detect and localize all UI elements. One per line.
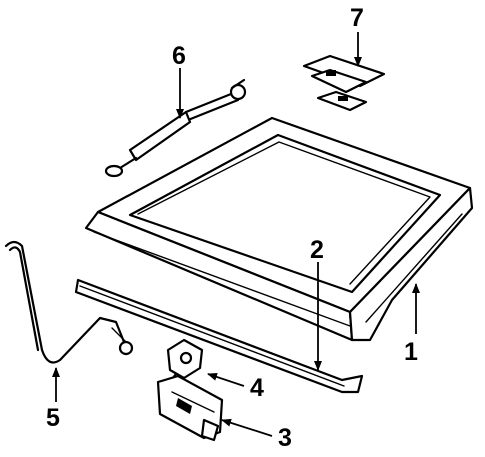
latch [156, 374, 224, 442]
liftgate-panel [84, 116, 474, 342]
leader-4 [207, 373, 245, 387]
leader-lines [52, 32, 420, 437]
striker-bracket [166, 338, 204, 386]
release-cable [4, 240, 134, 364]
callout-7: 7 [350, 4, 364, 32]
weatherstrip [74, 278, 364, 394]
callout-4: 4 [250, 374, 264, 402]
hinge-upper [302, 54, 386, 112]
callout-labels: 7 6 2 1 4 3 5 [46, 4, 418, 452]
callout-5: 5 [46, 404, 60, 432]
callout-3: 3 [278, 424, 292, 452]
callout-6: 6 [172, 42, 186, 70]
leader-3 [221, 418, 273, 437]
callout-1: 1 [404, 338, 418, 366]
callout-2: 2 [310, 236, 324, 264]
support-strut [104, 78, 247, 178]
